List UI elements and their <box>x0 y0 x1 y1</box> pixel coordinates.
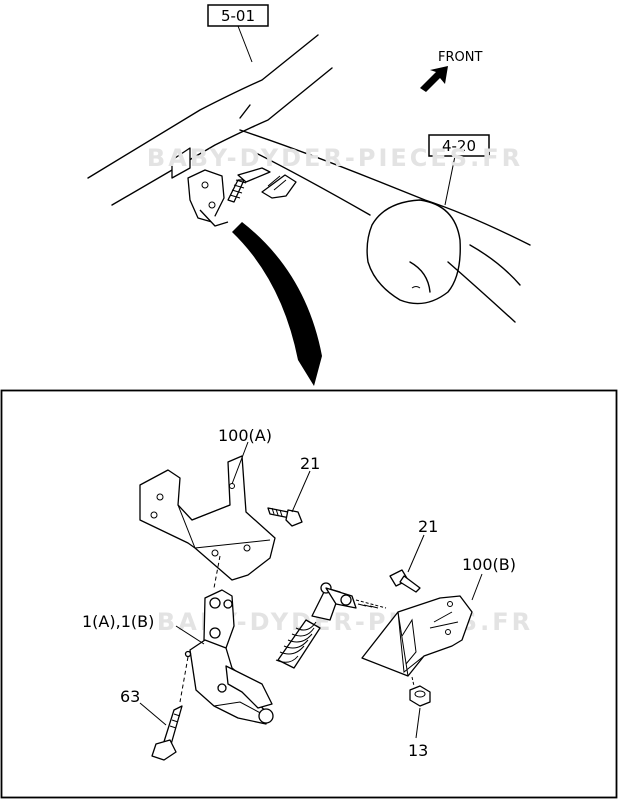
label-100b: 100(B) <box>462 555 516 574</box>
nut-13 <box>409 676 431 707</box>
detail-box <box>0 389 618 799</box>
sensor-assembly-small <box>171 147 297 227</box>
ref-box-5-01: 5-01 <box>207 4 269 63</box>
frame-overview <box>87 34 531 323</box>
label-21-right: 21 <box>418 517 438 536</box>
bracket-a <box>139 455 276 589</box>
leader-lines <box>139 441 483 739</box>
callout-labels: 100(A) 21 21 100(B) 1(A),1(B) 63 13 <box>82 426 516 760</box>
watermark-top: BABY-DYDER-PIECES.FR <box>147 144 523 172</box>
arrow-icon <box>420 66 448 92</box>
front-indicator: FRONT <box>420 50 482 92</box>
linkage-boot <box>275 582 357 669</box>
height-sensor <box>179 589 274 725</box>
bolt-21-right <box>355 569 421 609</box>
bolt-63 <box>151 705 183 761</box>
label-13: 13 <box>408 741 428 760</box>
label-sensor: 1(A),1(B) <box>82 612 154 631</box>
svg-text:4-20: 4-20 <box>442 137 476 155</box>
detail-arrow <box>232 222 322 386</box>
label-21-upper: 21 <box>300 454 320 473</box>
ref-box-4-20: 4-20 <box>428 134 490 206</box>
label-63: 63 <box>120 687 140 706</box>
bracket-b <box>361 595 473 677</box>
svg-text:FRONT: FRONT <box>438 50 482 65</box>
svg-text:5-01: 5-01 <box>221 7 255 25</box>
bolt-21-upper <box>267 507 303 527</box>
label-100a: 100(A) <box>218 426 272 445</box>
